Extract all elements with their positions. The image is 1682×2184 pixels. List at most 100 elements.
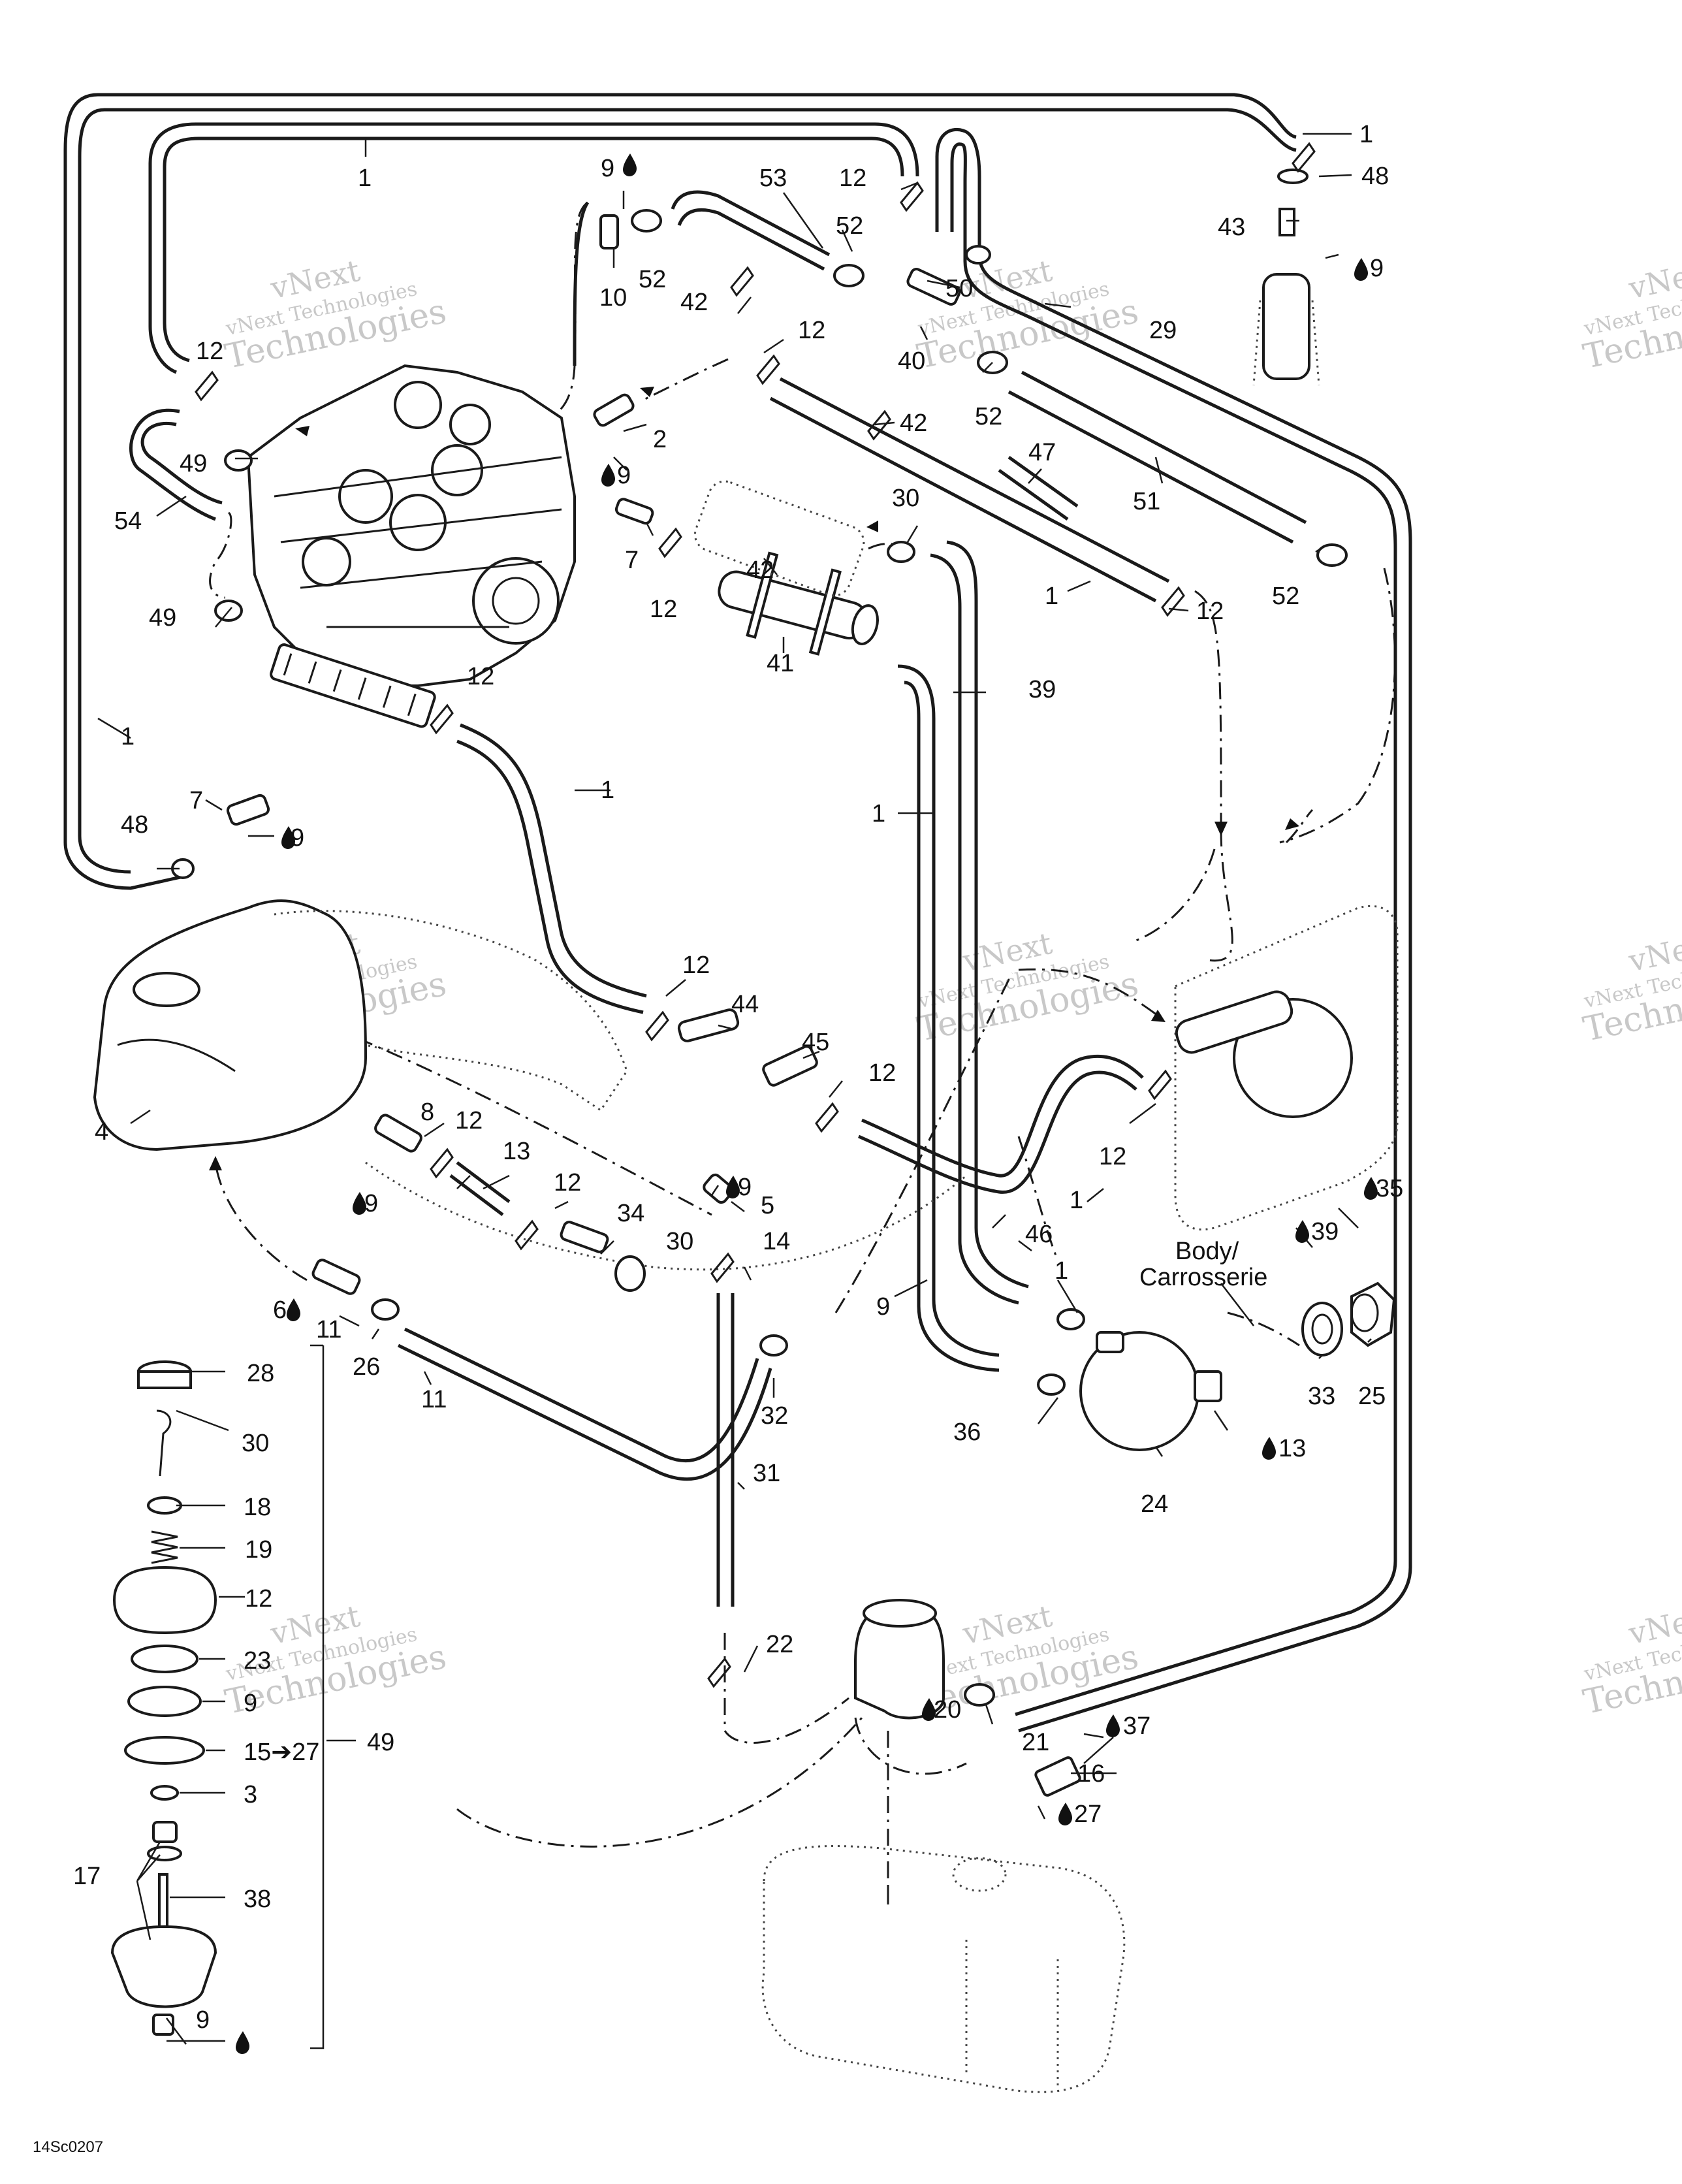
clip-12 xyxy=(1161,586,1185,617)
hose-group xyxy=(63,93,1412,1733)
muffler-port xyxy=(952,1857,1007,1892)
route-lines xyxy=(209,201,1396,1907)
hose-53 xyxy=(671,190,831,257)
fitting-40 xyxy=(906,268,961,306)
callout-label: 14 xyxy=(763,1228,790,1255)
part-25-wire xyxy=(156,1409,172,1477)
route-line xyxy=(854,1717,967,1775)
resonator-cap xyxy=(863,1599,937,1628)
hose-29 xyxy=(935,127,1412,1733)
clip-12 xyxy=(707,1657,731,1688)
body-label-line2: Carrosserie xyxy=(1139,1264,1267,1291)
callout-label: 15➔27 xyxy=(244,1739,319,1766)
callout-label: 12 xyxy=(868,1059,896,1087)
callout-label: 11 xyxy=(316,1316,341,1343)
hose-1-engine-down xyxy=(460,723,647,998)
callout-label: 1 xyxy=(1055,1257,1068,1285)
callout-label: 28 xyxy=(247,1360,274,1387)
clamps xyxy=(171,169,1348,1707)
route-line xyxy=(1279,568,1396,844)
rail-strap xyxy=(808,568,842,656)
callout-label: 49 xyxy=(180,450,207,477)
callout-label: 20 xyxy=(934,1696,961,1724)
callout-label: 46 xyxy=(1025,1221,1053,1248)
callout-label: 1 xyxy=(872,800,885,827)
clamp-30 xyxy=(1037,1373,1066,1396)
clip-12 xyxy=(756,354,780,385)
callout-label: 23 xyxy=(244,1647,271,1675)
callout-label: 7 xyxy=(189,787,203,814)
sealant-drop-icon xyxy=(287,1298,300,1321)
callout-label: 30 xyxy=(666,1228,693,1255)
clamp-11 xyxy=(371,1298,400,1321)
callout-label: 9 xyxy=(244,1690,257,1717)
callout-label: 9 xyxy=(196,2006,210,2034)
clamp-11 xyxy=(759,1334,788,1357)
part-4-waterbox xyxy=(93,899,967,1271)
clip-12 xyxy=(195,370,219,402)
part-32-gasket xyxy=(1301,1302,1343,1357)
callout-label: 13 xyxy=(1278,1435,1306,1462)
fitting-7b xyxy=(226,794,270,826)
fitting-43 xyxy=(1278,208,1295,236)
callout-label: 44 xyxy=(731,991,759,1018)
callout-label: 12 xyxy=(554,1169,581,1196)
callout-label: 9 xyxy=(876,1293,890,1321)
sealant-drop-icon xyxy=(1106,1714,1120,1737)
sealant-drop-icon xyxy=(1058,1803,1072,1825)
route-line xyxy=(326,1024,712,1216)
route-line xyxy=(1018,968,1163,1020)
engine-cylinder-4 xyxy=(302,537,351,586)
hose-1-long-vertical-inner xyxy=(904,681,1000,1372)
plate-outline xyxy=(1174,905,1399,1231)
fitting-5 xyxy=(703,1173,734,1204)
callout-label: 52 xyxy=(975,403,1002,430)
route-line xyxy=(1227,1311,1300,1347)
callout-label: 25 xyxy=(1358,1383,1386,1410)
sealant-drop-icon xyxy=(353,1192,366,1215)
fitting-14 xyxy=(560,1221,609,1253)
sealant-drop-icon xyxy=(601,464,615,487)
hose-1-engine-top-inner xyxy=(163,136,904,362)
callout-label: 52 xyxy=(639,266,666,293)
callout-label: 27 xyxy=(1074,1801,1102,1828)
clip-12 xyxy=(658,527,682,558)
route-line xyxy=(214,1162,308,1281)
part-21-oring xyxy=(150,1785,179,1801)
callout-labels: 1 1 48 9 53 12 43 9 52 52 10 50 42 29 40… xyxy=(73,121,1403,2034)
hose-28-inner xyxy=(397,1343,772,1481)
part-16-base xyxy=(110,1925,217,2008)
fitting-10 xyxy=(599,214,619,249)
hose-1-engine-top xyxy=(148,122,919,374)
callout-label: 26 xyxy=(353,1353,380,1381)
hose-1-long-vertical xyxy=(897,664,1000,1357)
hose-13-vertical xyxy=(716,1293,735,1607)
callout-label: 3 xyxy=(244,1781,257,1808)
callout-label: 45 xyxy=(802,1029,829,1056)
route-line xyxy=(1194,590,1222,830)
clip-12 xyxy=(900,181,924,212)
arrow-head xyxy=(209,1156,222,1170)
callout-label: 52 xyxy=(1272,583,1299,610)
part-17-pin xyxy=(158,1873,168,1935)
fitting-45 xyxy=(762,1045,818,1087)
callout-label: 42 xyxy=(900,410,927,437)
gasket-32-hole xyxy=(1311,1313,1333,1345)
clamp-52 xyxy=(631,209,662,233)
route-line xyxy=(535,201,588,426)
part-26-cap-side xyxy=(137,1370,192,1389)
part-22-ring xyxy=(131,1645,198,1673)
callout-label: 39 xyxy=(1311,1218,1339,1245)
hose-1-front xyxy=(861,1054,1144,1178)
callout-label: 12 xyxy=(682,952,710,979)
callout-label: 12 xyxy=(650,596,677,623)
sealant-drop-icon xyxy=(623,153,637,176)
callout-label: 54 xyxy=(114,507,142,535)
callout-label: 47 xyxy=(1028,439,1056,466)
callout-label: 12 xyxy=(1099,1143,1126,1170)
sealant-drop-icon xyxy=(1262,1437,1276,1460)
part-31-filter xyxy=(1079,1331,1222,1451)
route-line xyxy=(1017,1136,1059,1261)
callout-label: 17 xyxy=(73,1863,101,1890)
callout-label: 35 xyxy=(1376,1175,1403,1202)
